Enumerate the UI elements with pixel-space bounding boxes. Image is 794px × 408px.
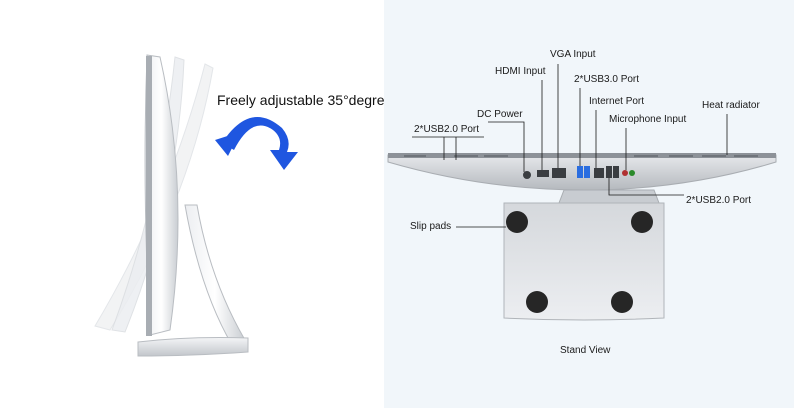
- label-usb2-right: 2*USB2.0 Port: [686, 195, 752, 206]
- label-usb2-left: 2*USB2.0 Port: [414, 124, 480, 135]
- leader-lines: [412, 64, 728, 228]
- label-internet-port: Internet Port: [589, 96, 645, 107]
- label-slip-pads: Slip pads: [410, 221, 452, 232]
- label-vga-input: VGA Input: [550, 49, 596, 60]
- slip-pad-bottom-left: [526, 291, 548, 313]
- monitor-bezel-edge: [146, 56, 152, 336]
- stand-arm: [184, 204, 246, 346]
- tilt-arrow-icon: [222, 116, 298, 170]
- slip-pad-top-left: [506, 211, 528, 233]
- ghost-monitor-far: [94, 63, 214, 331]
- label-heat-radiator: Heat radiator: [702, 100, 760, 111]
- label-hdmi-input: HDMI Input: [495, 66, 546, 77]
- heat-radiator-vents: [404, 155, 758, 157]
- monitor-side-body: [144, 54, 179, 336]
- tilt-caption: Freely adjustable 35°degrees: [217, 92, 400, 108]
- stand-plate: [503, 202, 665, 321]
- slip-pad-top-right: [631, 211, 653, 233]
- slip-pad-bottom-right: [611, 291, 633, 313]
- label-usb3-port: 2*USB3.0 Port: [574, 74, 640, 85]
- label-dc-power: DC Power: [477, 109, 523, 120]
- stand-view-panel: VGA Input HDMI Input 2*USB3.0 Port Inter…: [384, 0, 794, 408]
- stand-view-illustration: [387, 64, 777, 321]
- side-view-panel: Freely adjustable 35°degrees: [0, 0, 399, 408]
- label-microphone-input: Microphone Input: [609, 114, 687, 125]
- stand-view-caption: Stand View: [560, 345, 611, 356]
- stand-base: [137, 337, 249, 357]
- rear-ports: [523, 166, 635, 179]
- side-view-illustration: [94, 54, 298, 357]
